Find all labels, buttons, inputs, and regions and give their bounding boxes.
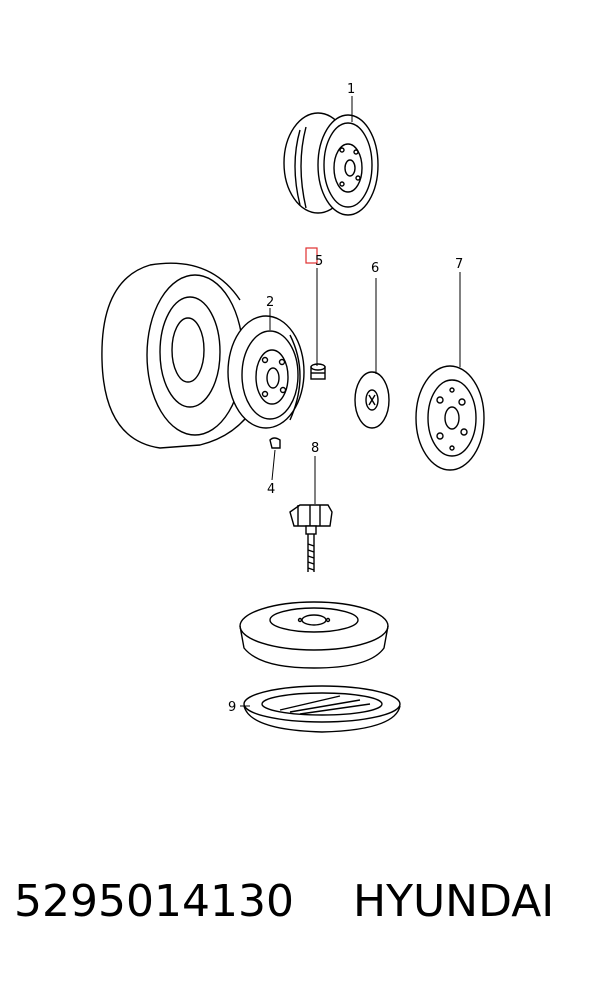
callout-9: 9 (228, 700, 236, 715)
lug-nut (310, 363, 326, 380)
callout-5: 5 (315, 254, 323, 269)
callout-6: 6 (371, 261, 379, 276)
leader-lines (240, 96, 461, 707)
callout-1: 1 (347, 82, 355, 97)
callout-2: 2 (266, 295, 274, 310)
center-cap (354, 371, 390, 429)
valve-stem (269, 437, 281, 449)
footer-caption: 5295014130 HYUNDAI (0, 876, 600, 946)
highlight-marker (305, 247, 318, 264)
callout-7: 7 (455, 257, 463, 272)
tire-and-wheel-assembly (101, 262, 305, 449)
part-number: 5295014130 (14, 876, 294, 927)
callout-8: 8 (311, 441, 319, 456)
spare-tire-hold-down-bolt (289, 504, 333, 572)
callout-4: 4 (267, 482, 275, 497)
steel-wheel-rim (283, 112, 379, 216)
wheel-cover (415, 365, 485, 471)
parts-diagram: 1 2 4 5 6 7 8 9 (101, 82, 485, 733)
tire-tray (243, 685, 401, 733)
brand-name: HYUNDAI (353, 876, 555, 927)
spare-tire (239, 601, 389, 669)
